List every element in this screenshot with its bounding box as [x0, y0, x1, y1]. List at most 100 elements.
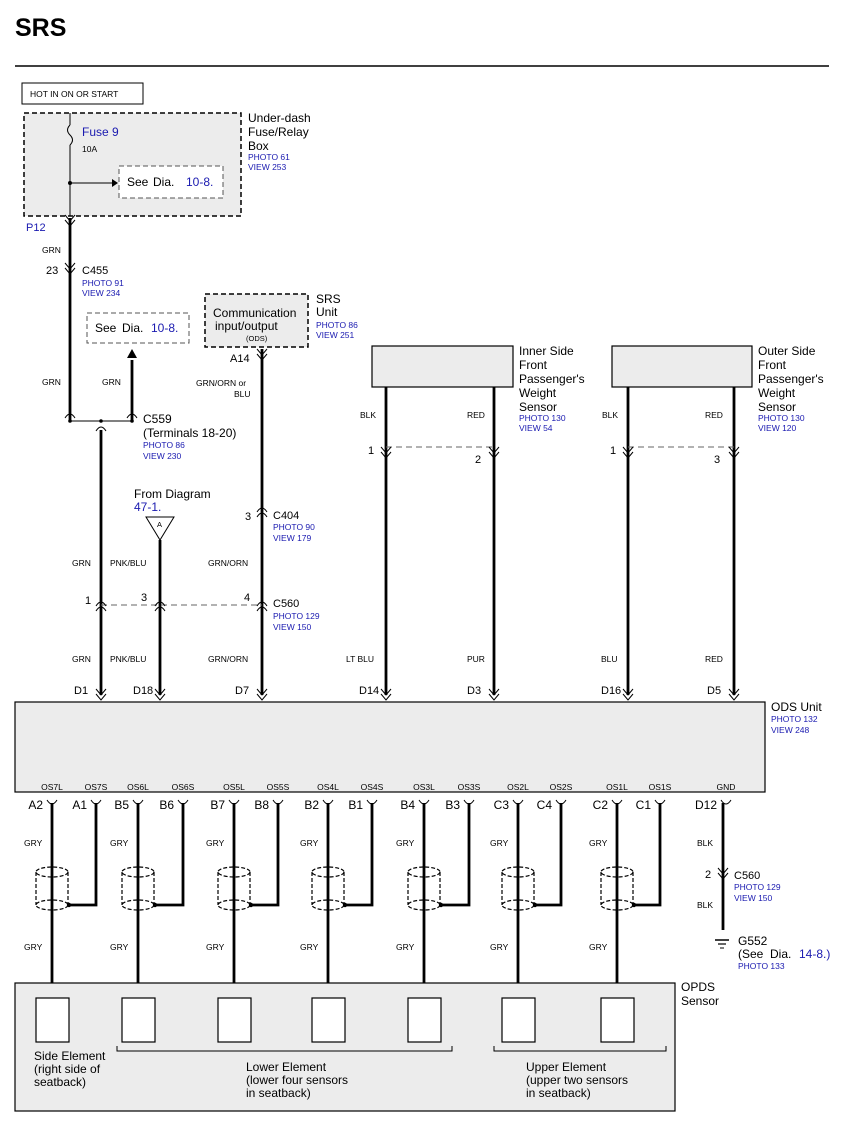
c559-junction [68, 419, 134, 695]
c560-pin-3: 3 [141, 592, 147, 604]
ods-photo[interactable]: PHOTO 132 [771, 714, 818, 724]
g552-photo[interactable]: PHOTO 133 [738, 961, 785, 971]
side-element-2: (right side of [34, 1062, 101, 1076]
wire-color-gry: GRY [490, 838, 509, 848]
outer-photo[interactable]: PHOTO 130 [758, 413, 805, 423]
ods-bottom-terminal: OS5L [223, 782, 245, 792]
c560-photo[interactable]: PHOTO 129 [273, 611, 320, 621]
opds-element [35, 997, 70, 1043]
ods-bottom-pin: B3 [445, 798, 460, 812]
fuse-dia-ref[interactable]: 10-8. [186, 175, 213, 189]
c559-wire-2: GRN [102, 377, 121, 387]
hot-box [21, 82, 144, 105]
ods-bottom-terminal: OS4S [361, 782, 384, 792]
inner-photo[interactable]: PHOTO 130 [519, 413, 566, 423]
fuse-label: Fuse 9 [82, 125, 119, 139]
lower-element-2: (lower four sensors [246, 1073, 348, 1087]
gnd-c560-name: C560 [734, 870, 760, 882]
ods-bottom-group: OS7LA2OS7SA1OS6LB5OS6SB6OS5LB7OS5SB8OS4L… [24, 782, 735, 998]
inner-sensor-wires [380, 387, 500, 695]
ods-bottom-terminal: OS7L [41, 782, 63, 792]
outer-weight-sensor-box [611, 345, 753, 388]
ods-bottom-pin: A1 [72, 798, 87, 812]
lower-wire-4: LT BLU [346, 654, 374, 664]
srs-unit-l3: (ODS) [246, 334, 268, 343]
gnd-c560-photo[interactable]: PHOTO 129 [734, 882, 781, 892]
ods-bottom-pin: C4 [537, 798, 553, 812]
ods-bottom-terminal: OS6L [127, 782, 149, 792]
fuse-box-name-2: Fuse/Relay [248, 125, 309, 139]
ods-view[interactable]: VIEW 248 [771, 725, 810, 735]
fuse-box-view[interactable]: VIEW 253 [248, 162, 287, 172]
inner-pin-1: 1 [368, 445, 374, 457]
from-diagram-ref[interactable]: 47-1. [134, 500, 161, 514]
srs-unit-wire-1: GRN/ORN or [196, 378, 246, 388]
lower-wire-7: RED [705, 654, 723, 664]
outer-name-5: Sensor [758, 400, 796, 414]
lower-wire-2: PNK/BLU [110, 654, 146, 664]
inner-wire-1: BLK [360, 410, 376, 420]
upper-element-3: in seatback) [526, 1086, 591, 1100]
inner-name-2: Front [519, 358, 548, 372]
ods-bottom-pin: B8 [254, 798, 269, 812]
ods-bottom-terminal: OS5S [267, 782, 290, 792]
inner-name-1: Inner Side [519, 344, 574, 358]
c404-view[interactable]: VIEW 179 [273, 533, 312, 543]
c560-pin-4: 4 [244, 592, 250, 604]
srs-unit-view[interactable]: VIEW 251 [316, 330, 355, 340]
outer-name-1: Outer Side [758, 344, 816, 358]
c559-view[interactable]: VIEW 230 [143, 451, 182, 461]
ods-bottom-pin: C1 [636, 798, 652, 812]
side-element-3: seatback) [34, 1075, 86, 1089]
g552-ref[interactable]: 14-8.) [799, 947, 830, 961]
outer-name-4: Weight [758, 386, 796, 400]
see2-ref[interactable]: 10-8. [151, 321, 178, 335]
ods-bottom-pin: C2 [593, 798, 609, 812]
c404-photo[interactable]: PHOTO 90 [273, 522, 315, 532]
gnd-c560-view[interactable]: VIEW 150 [734, 893, 773, 903]
opds-element [121, 997, 156, 1043]
lower-wire-5: PUR [467, 654, 485, 664]
ods-bottom-pin: C3 [494, 798, 510, 812]
fuse-box-photo[interactable]: PHOTO 61 [248, 152, 290, 162]
wire-color-gry: GRY [206, 838, 225, 848]
inner-name-5: Sensor [519, 400, 557, 414]
g552-name: G552 [738, 934, 768, 948]
c455-photo[interactable]: PHOTO 91 [82, 278, 124, 288]
inner-view[interactable]: VIEW 54 [519, 423, 553, 433]
g552-see: (See [738, 947, 764, 961]
c559-name: C559 [143, 412, 172, 426]
fuse-relay-box: See Dia. 10-8. Fuse 9 10A [23, 112, 242, 217]
lower-wire-6: BLU [601, 654, 618, 664]
c455-wire: GRN [42, 245, 61, 255]
hot-label: HOT IN ON OR START [30, 89, 118, 99]
c559-sub: (Terminals 18-20) [143, 426, 236, 440]
c559-photo[interactable]: PHOTO 86 [143, 440, 185, 450]
ods-bottom-terminal: OS2L [507, 782, 529, 792]
wire-color-gry: GRY [300, 838, 319, 848]
opds-element [600, 997, 635, 1043]
ods-bottom-terminal: GND [717, 782, 736, 792]
ods-bottom-terminal: OS3S [458, 782, 481, 792]
c455-pin: 23 [46, 265, 58, 277]
srs-unit-photo[interactable]: PHOTO 86 [316, 320, 358, 330]
ods-bottom-pin: B7 [210, 798, 225, 812]
page-title: SRS [15, 14, 66, 42]
wire-color-gry: GRY [589, 838, 608, 848]
outer-name-2: Front [758, 358, 787, 372]
wire-srs-ods [256, 348, 268, 695]
outer-sensor-wires [622, 387, 740, 695]
ground-symbol [715, 939, 729, 949]
c560-view[interactable]: VIEW 150 [273, 622, 312, 632]
see2-see: See [95, 321, 117, 335]
outer-view[interactable]: VIEW 120 [758, 423, 797, 433]
c560-connector [95, 601, 268, 612]
ods-pin-label: D16 [601, 685, 621, 697]
ods-bottom-pin: B1 [348, 798, 363, 812]
opds-element [311, 997, 346, 1043]
c455-view[interactable]: VIEW 234 [82, 288, 121, 298]
